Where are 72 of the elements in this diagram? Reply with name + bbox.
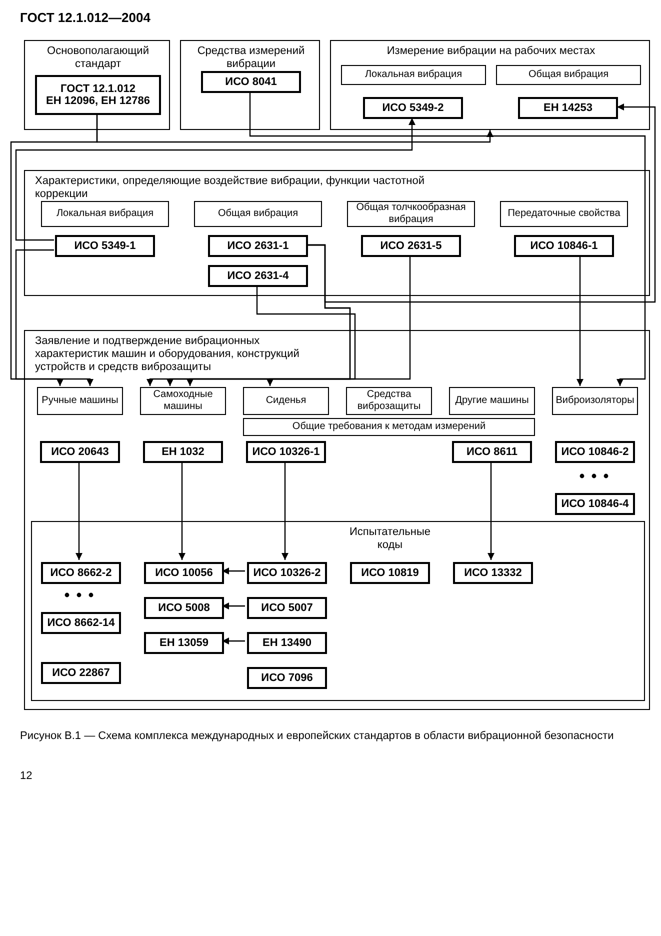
standard-code: ГОСТ 12.1.012 <box>60 83 136 95</box>
column-header: Средства виброзащиты <box>346 387 432 415</box>
group-title: Основополагающий стандарт <box>46 45 150 71</box>
column-header: Локальная вибрация <box>341 65 486 85</box>
page-number: 12 <box>20 770 32 782</box>
standard-box: ИСО 10056 <box>144 562 224 584</box>
standard-box: ИСО 2631-5 <box>361 235 461 257</box>
column-header: Общая толчкообразная вибрация <box>347 201 475 227</box>
standard-box: ИСО 10326-1 <box>246 441 326 463</box>
column-header: Самоходные машины <box>140 387 226 415</box>
column-header: Передаточные свойства <box>500 201 628 227</box>
standard-box: ЕН 13059 <box>144 632 224 654</box>
arrow <box>576 256 584 386</box>
standard-box: ИСО 10819 <box>350 562 430 584</box>
arrow <box>15 118 416 241</box>
group-title: Заявление и подтверждение вибрационных характеристик машин и оборудования, конструкций устройств и средств виброзащиты <box>35 335 300 374</box>
arrow <box>222 637 245 645</box>
standard-box <box>35 75 161 115</box>
standard-box: ИСО 10326-2 <box>247 562 327 584</box>
standard-box: ИСО 10846-4 <box>555 493 635 515</box>
page-header: ГОСТ 12.1.012—2004 <box>20 10 150 25</box>
standard-box: ИСО 5349-2 <box>363 97 463 119</box>
arrow <box>222 602 245 610</box>
group-title: Измерение вибрации на рабочих местах <box>386 45 596 58</box>
standard-box: ИСО 13332 <box>453 562 533 584</box>
standard-box: ИСО 5007 <box>247 597 327 619</box>
column-header: Ручные машины <box>37 387 123 415</box>
arrow <box>178 462 186 560</box>
standard-box: ИСО 8662-14 <box>41 612 121 634</box>
column-header: Сиденья <box>243 387 329 415</box>
arrow <box>487 462 495 560</box>
arrow <box>15 249 94 386</box>
standard-code: ЕН 12096, ЕН 12786 <box>46 95 150 107</box>
standard-box: ИСО 8611 <box>452 441 532 463</box>
column-header: Виброизоляторы <box>552 387 638 415</box>
arrow <box>166 286 356 386</box>
band-header: Общие требования к методам измерений <box>243 418 535 436</box>
group-frame <box>31 521 645 701</box>
group-frame <box>180 40 320 130</box>
standard-box: ИСО 8041 <box>201 71 301 93</box>
arrow <box>266 244 351 386</box>
arrow <box>75 462 83 560</box>
group-frame <box>24 170 650 296</box>
standard-box: ЕН 13490 <box>247 632 327 654</box>
standard-box: ИСО 22867 <box>41 662 121 684</box>
standard-box: ИСО 20643 <box>40 441 120 463</box>
column-header: Общая вибрация <box>496 65 641 85</box>
group-title: Характеристики, определяющие воздействие вибрации, функции частотной коррекции <box>35 175 426 201</box>
figure-caption: Рисунок В.1 — Схема комплекса международных и европейских стандартов в области вибрационной безопасности <box>20 730 615 742</box>
column-header: Локальная вибрация <box>41 201 169 227</box>
column-header: Другие машины <box>449 387 535 415</box>
standard-box: ИСО 5349-1 <box>55 235 155 257</box>
standard-box: ИСО 10846-2 <box>555 441 635 463</box>
group-title: Испытательные коды <box>348 526 432 552</box>
standard-box: ИСО 10846-1 <box>514 235 614 257</box>
standard-box: ЕН 14253 <box>518 97 618 119</box>
standard-box: ЕН 1032 <box>143 441 223 463</box>
group-frame <box>24 40 170 130</box>
arrow <box>281 462 289 560</box>
arrow <box>222 567 245 575</box>
standard-box: ИСО 2631-4 <box>208 265 308 287</box>
group-frame <box>24 330 650 710</box>
column-header: Общая вибрация <box>194 201 322 227</box>
arrow <box>10 114 98 386</box>
arrow <box>186 256 411 386</box>
standard-box: ИСО 2631-1 <box>208 235 308 257</box>
arrow <box>249 92 646 386</box>
standard-box: ИСО 5008 <box>144 597 224 619</box>
standard-box: ИСО 7096 <box>247 667 327 689</box>
standard-box: ИСО 8662-2 <box>41 562 121 584</box>
group-title: Средства измерений вибрации <box>196 45 306 71</box>
group-frame <box>330 40 650 130</box>
